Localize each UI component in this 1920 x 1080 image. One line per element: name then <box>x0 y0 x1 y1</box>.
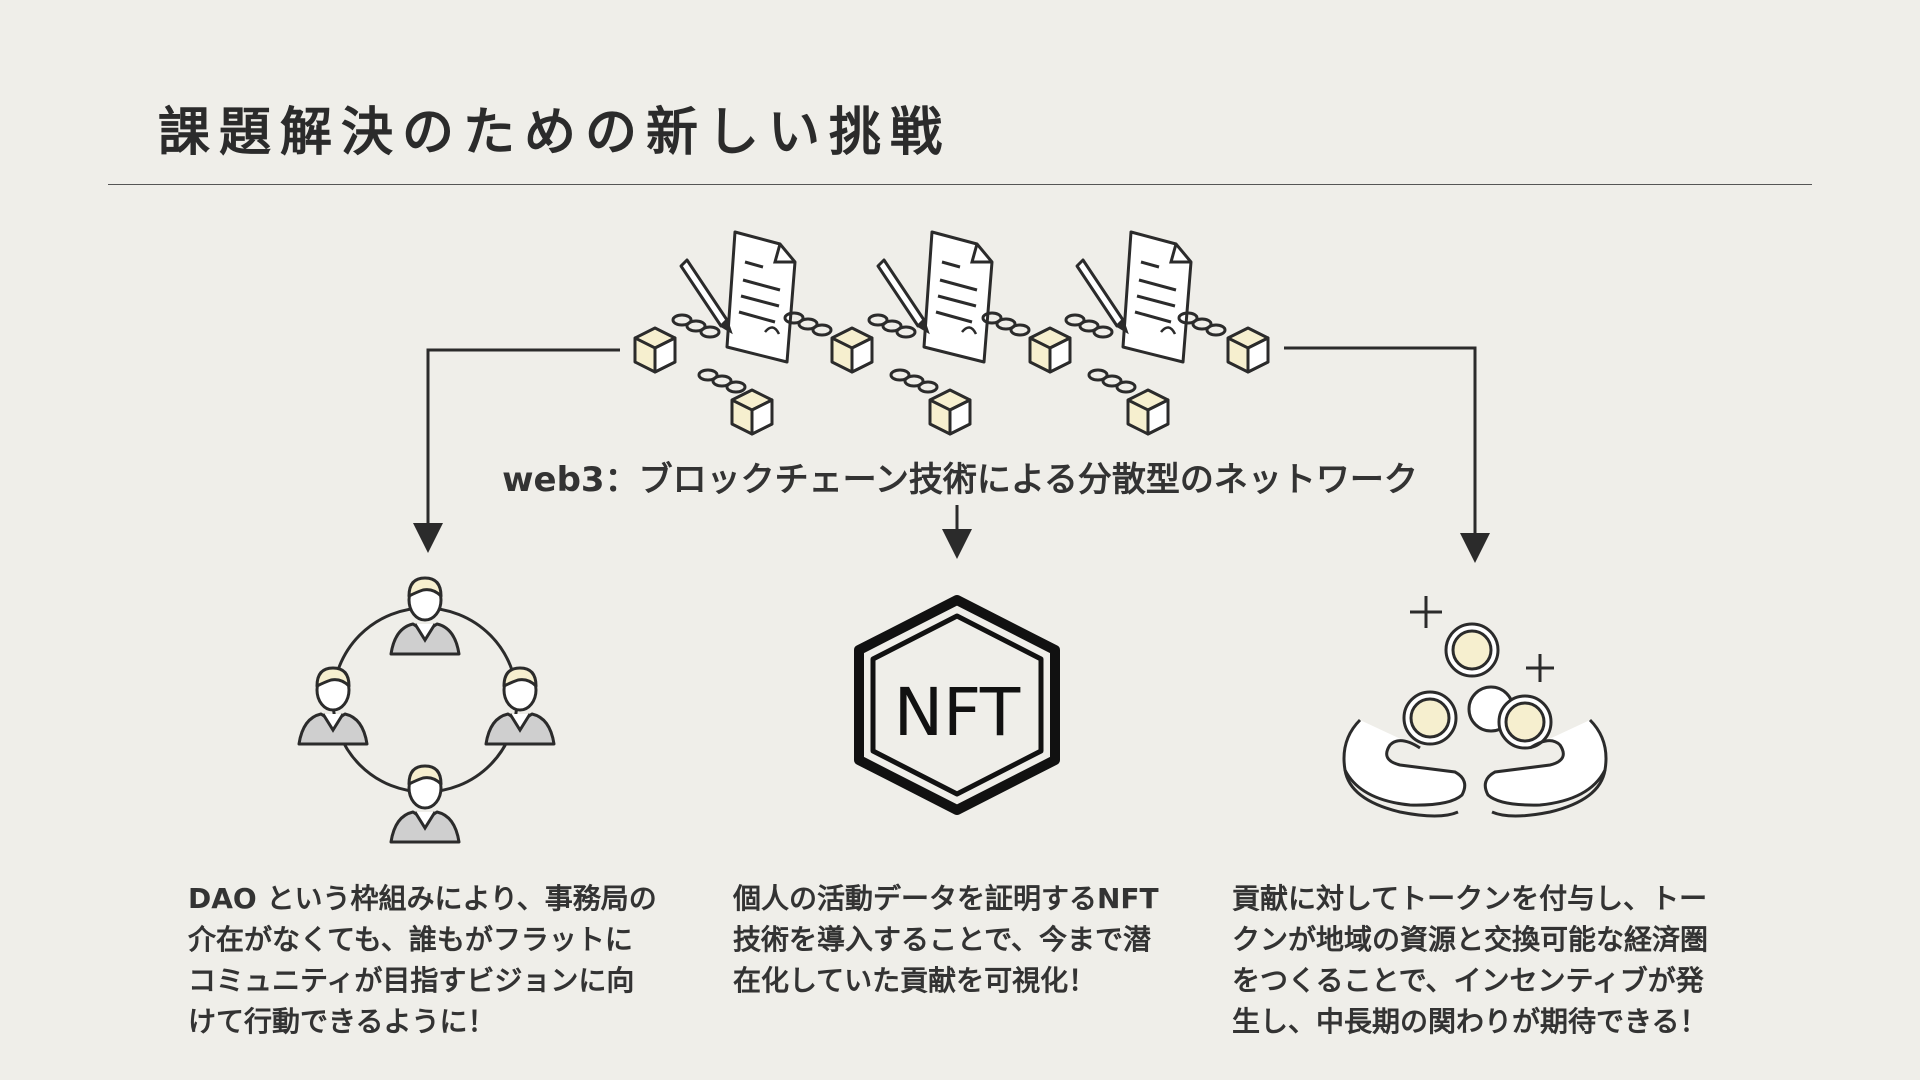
token-description: 貢献に対してトークンを付与し、トー クンが地域の資源と交換可能な経済圏 をつくる… <box>1232 882 1709 1038</box>
web3-caption: web3：ブロックチェーン技術による分散型のネットワーク <box>502 460 1418 500</box>
page-title: 課題解決のための新しい挑戦 <box>158 103 952 163</box>
hands-coins-icon <box>1342 596 1608 818</box>
blockchain-illustration <box>633 230 1270 436</box>
nft-icon-label: NFT <box>894 674 1021 751</box>
nft-hexagon-icon: NFT <box>854 595 1060 815</box>
connector-arrows <box>413 346 1490 563</box>
nft-description: 個人の活動データを証明するNFT 技術を導入することで、今まで潜 在化していた貢… <box>733 882 1159 997</box>
title-divider <box>108 184 1812 185</box>
dao-people-circle-icon <box>297 576 556 844</box>
dao-description: DAO という枠組みにより、事務局の 介在がなくても、誰もがフラットに コミュニ… <box>188 882 657 1038</box>
